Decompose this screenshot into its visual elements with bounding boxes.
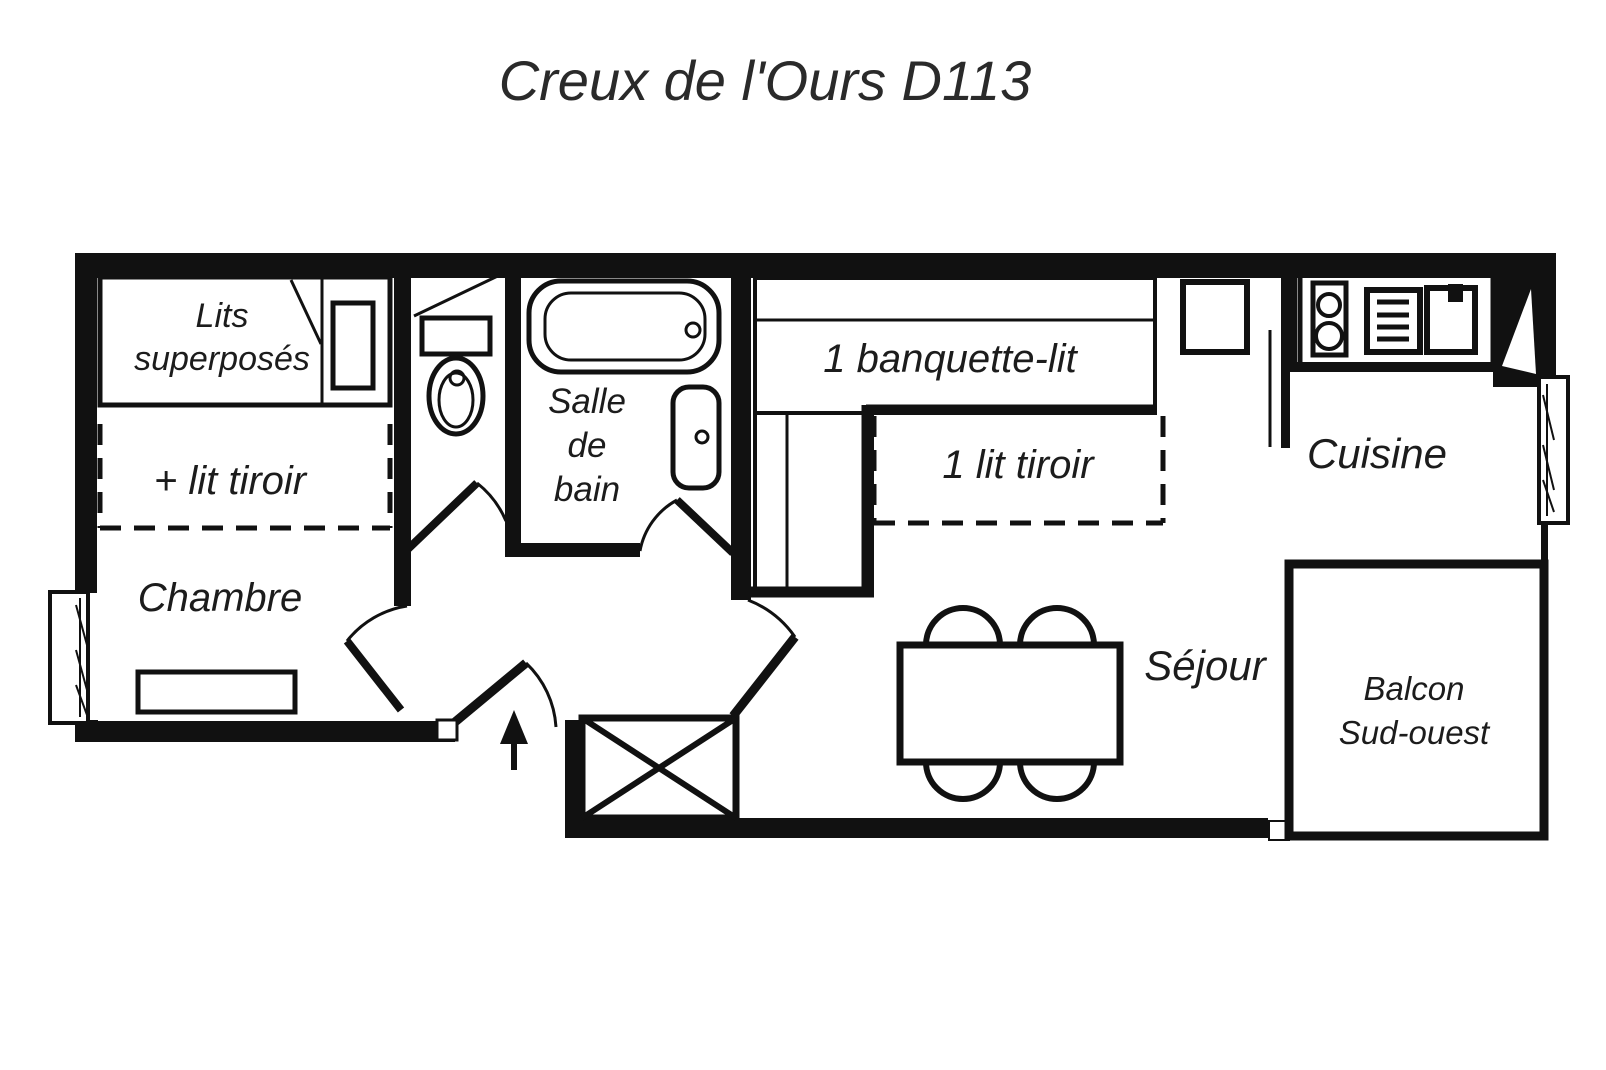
bath-door-leaf [674,497,736,556]
chair-icon-bottom-right [1017,761,1097,802]
chambre-door-arc [345,604,408,642]
wall-left-bottom-block [75,720,98,742]
wall-chambre-right [394,278,411,606]
doors [343,271,799,742]
wall-right-below-window [1541,520,1548,566]
chair-icon-bottom-left [923,761,1003,802]
balcon-room: Balcon Sud-ouest [1268,559,1549,841]
wall-chambre-bottom [97,721,455,742]
chair-icon-top-left [923,605,1003,646]
bunk-bed-label-line1: Lits [196,297,249,335]
sofa-bed-icon [748,276,1157,598]
toilet-bowl-inner [437,371,475,429]
entry-door-leaf [452,659,529,726]
dining-set [896,605,1124,802]
drawer-bed-outline [97,424,393,531]
chambre-label: Chambre [138,576,303,620]
walls [75,253,1556,838]
wc-door-arc [476,481,508,522]
toilet-bowl-icon [426,355,486,437]
balcon-label-line2: Sud-ouest [1339,714,1491,751]
bath-door-arc [638,498,678,552]
entry-arrow-icon [500,710,528,770]
bathroom-label-line2: de [568,426,607,465]
chambre-door-leaf [343,638,405,713]
plan-title: Creux de l'Ours D113 [499,49,1032,112]
bathroom-label-line3: bain [554,470,620,509]
kitchen-counter [1288,270,1497,372]
bunk-bed-icon [97,274,393,408]
bathtub-icon [526,278,722,375]
chambre-room: Lits superposés + lit tiroir Chambre [97,274,393,715]
wall-bottom [565,818,1268,838]
entry-door-hinge-block [435,718,459,742]
cuisine-label: Cuisine [1307,430,1447,477]
right-window-icon [1537,375,1570,525]
balcony-outline [1284,559,1549,841]
dining-table-icon [896,641,1124,766]
sejour-label: Séjour [1144,642,1267,689]
left-window-icon [48,590,90,725]
bathroom-label-line1: Salle [548,382,626,421]
bunk-bed-label-line2: superposés [134,340,310,378]
dresser-icon [135,669,298,715]
wall-bath-bottom [505,543,640,557]
wall-wc-bath-partition [505,278,521,550]
wall-kitchen-partition [1281,278,1290,448]
oven-icon [1364,287,1423,355]
wc-room [419,315,493,437]
wc-top-diagonal [413,271,505,318]
kitchen-sink-icon [1424,284,1478,355]
entry-door-arc [524,661,558,728]
balcon-label-line1: Balcon [1364,670,1465,707]
drawer-bed-label: + lit tiroir [154,459,308,503]
chair-icon-top-right [1017,605,1097,646]
toilet-tank-icon [419,315,493,357]
wall-bath-sejour-partition [731,278,751,600]
sejour-door-leaf [729,634,799,719]
washbasin-icon [670,384,722,491]
stove-icon [1310,280,1349,358]
sejour-room: 1 banquette-lit 1 lit tiroir Séjour [748,276,1268,802]
wc-door-leaf [405,480,480,552]
bathroom-room: Salle de bain [526,278,722,509]
closet-crossed-box [578,714,740,822]
cuisine-room: Cuisine [1180,270,1497,477]
banquette-label: 1 banquette-lit [823,337,1078,381]
wall-left [75,253,97,593]
corner-door-leaf [1502,289,1536,374]
sejour-drawer-bed-outline [871,416,1166,526]
toilet-flush-dot [448,369,466,387]
column-icon [1180,279,1250,355]
sejour-door-arc [747,598,797,638]
lit-tiroir-label: 1 lit tiroir [942,443,1095,487]
